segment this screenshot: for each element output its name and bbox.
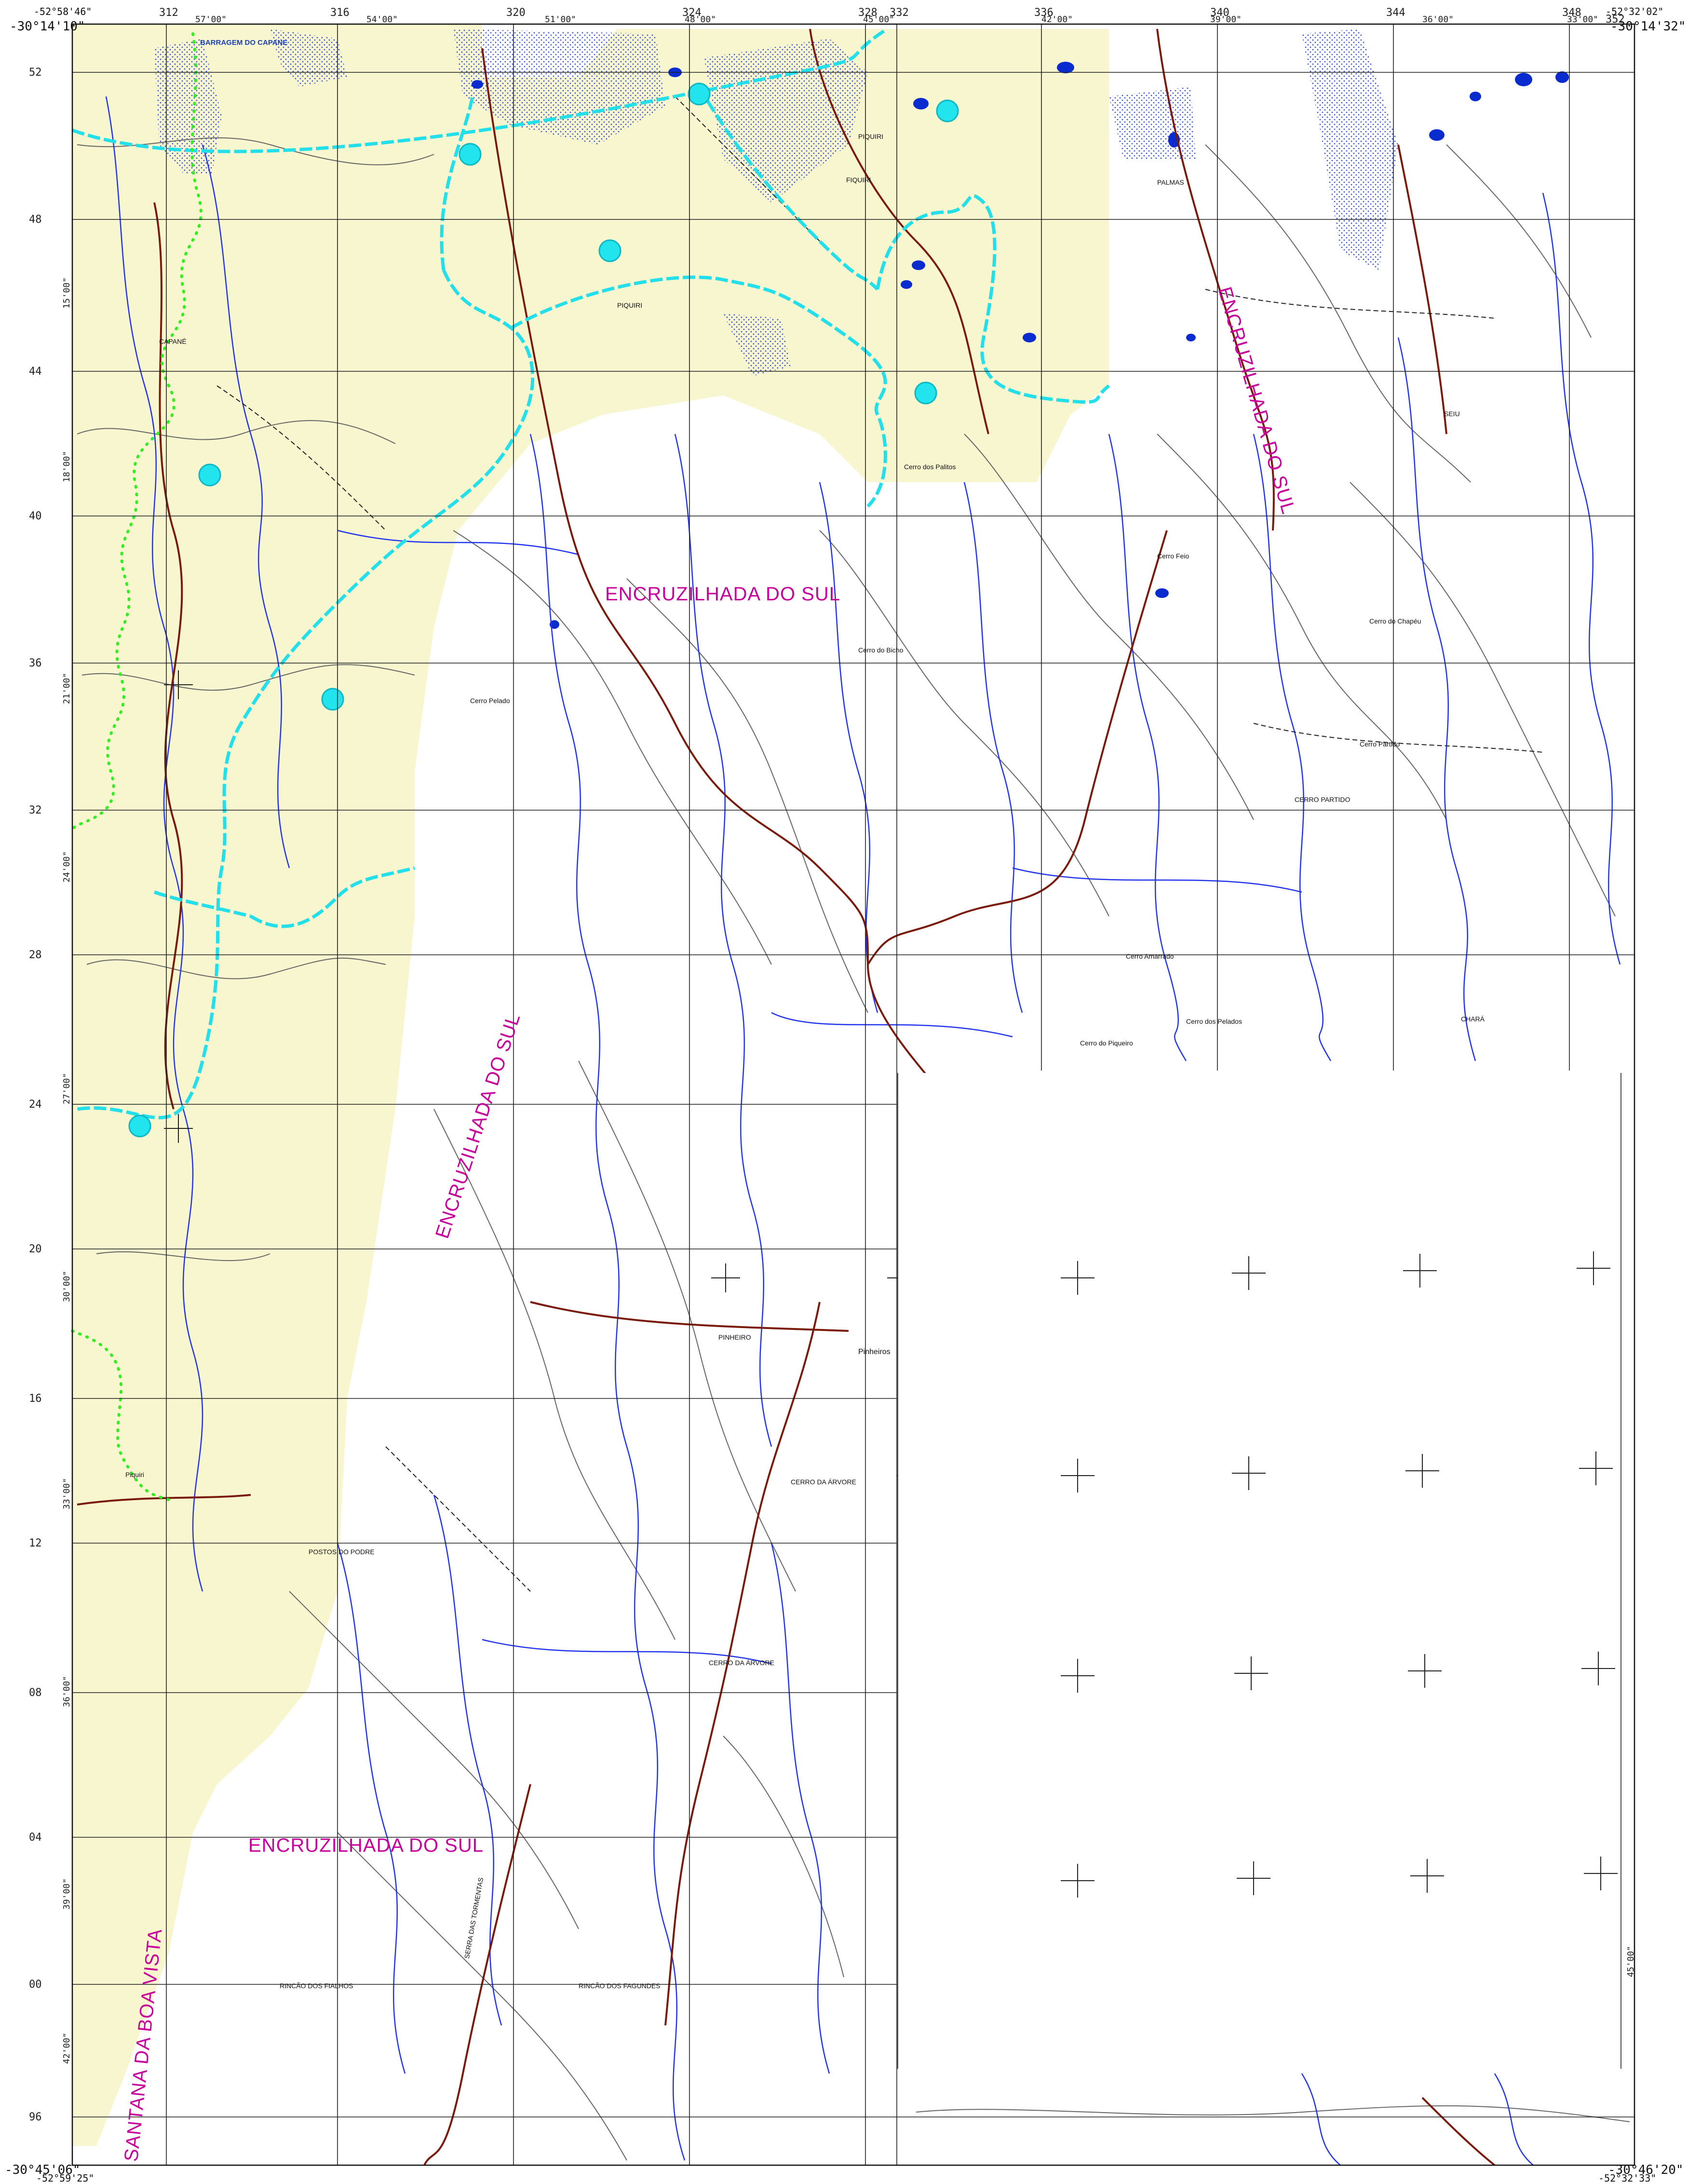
place-chara: CHARÁ bbox=[1461, 1015, 1485, 1023]
tracks bbox=[216, 96, 1543, 1592]
top-min-6: 39'00" bbox=[1210, 14, 1242, 25]
corner-top-left-lon: -52°58'46" bbox=[34, 6, 92, 17]
place-cerro-da-arvore-2: CERRO DA ÁRVORE bbox=[709, 1659, 774, 1667]
place-cerro-feio: Cerro Feio bbox=[1157, 552, 1189, 560]
top-min-5: 42'00" bbox=[1041, 14, 1073, 25]
left-tick-1: 48 bbox=[29, 214, 42, 226]
place-cerro-do-chapeu: Cerro do Chapéu bbox=[1369, 617, 1421, 625]
left-min-5: 30'00" bbox=[62, 1270, 72, 1302]
grid-lines bbox=[72, 24, 1634, 2165]
left-tick-8: 20 bbox=[29, 1243, 42, 1255]
left-tick-10: 12 bbox=[29, 1537, 42, 1549]
place-cerro-do-piqueiro: Cerro do Piqueiro bbox=[1080, 1039, 1133, 1047]
place-postos-do-podre: POSTOS DO PODRE bbox=[309, 1548, 375, 1556]
top-tick-6: 336 bbox=[1034, 7, 1053, 19]
left-tick-13: 00 bbox=[29, 1979, 42, 1991]
place-piquiri-2: PIQUIRI bbox=[617, 301, 643, 309]
top-tick-7: 340 bbox=[1210, 7, 1229, 19]
watershed-boundary bbox=[71, 27, 1110, 1120]
top-tick-9: 348 bbox=[1562, 7, 1581, 19]
place-cerro-dos-palitos: Cerro dos Palitos bbox=[904, 463, 956, 471]
water-bodies bbox=[472, 62, 1569, 629]
place-cerro-pelado: Cerro Pelado bbox=[470, 697, 510, 705]
roads bbox=[77, 28, 1496, 2166]
neat-line bbox=[71, 23, 1635, 2166]
corner-bottom-right-lat: -30°46'20" bbox=[1608, 2163, 1684, 2177]
place-cerro-partido-2: CERRO PARTIDO bbox=[1295, 796, 1350, 803]
corner-bottom-right-lon: -52°32'33" bbox=[1598, 2172, 1657, 2184]
top-min-2: 51'00" bbox=[545, 14, 577, 25]
station-markers bbox=[128, 82, 959, 1138]
top-tick-3: 324 bbox=[682, 7, 702, 19]
left-min-7: 36'00" bbox=[62, 1675, 72, 1707]
top-min-7: 36'00" bbox=[1422, 14, 1454, 25]
corner-bottom-left-lon: -52°59'25" bbox=[36, 2172, 95, 2184]
land-tint-zones bbox=[72, 24, 1109, 2146]
unmapped-area-crosses bbox=[1061, 1251, 1618, 1898]
left-min-1: 18'00" bbox=[62, 450, 72, 482]
left-min-6: 33'00" bbox=[62, 1478, 72, 1509]
left-tick-14: 96 bbox=[29, 2111, 42, 2123]
left-tick-3: 40 bbox=[29, 510, 42, 522]
left-tick-12: 04 bbox=[29, 1831, 42, 1844]
left-min-9: 42'00" bbox=[62, 2032, 72, 2064]
top-tick-8: 344 bbox=[1386, 7, 1405, 19]
place-fiquiri: FIQUIRI bbox=[846, 176, 871, 184]
place-palmas: PALMAS bbox=[1157, 178, 1184, 186]
place-rincao-dos-fagundes: RINCÃO DOS FAGUNDES bbox=[579, 1982, 661, 1990]
left-tick-5: 32 bbox=[29, 804, 42, 816]
top-min-0: 57'00" bbox=[195, 14, 227, 25]
left-min-4: 27'00" bbox=[62, 1072, 72, 1104]
place-cerro-amarrado: Cerro Amarrado bbox=[1126, 952, 1174, 960]
region-label-southwest: ENCRUZILHADA DO SUL bbox=[248, 1835, 484, 1856]
place-piquiri-1: PIQUIRI bbox=[858, 133, 884, 140]
corner-top-left-lat: -30°14'10" bbox=[10, 19, 85, 34]
top-min-3: 48'00" bbox=[685, 14, 716, 25]
region-label-center: ENCRUZILHADA DO SUL bbox=[605, 583, 840, 605]
left-tick-4: 36 bbox=[29, 657, 42, 669]
corner-bottom-left-lat: -30°45'06" bbox=[5, 2163, 81, 2177]
left-tick-11: 08 bbox=[29, 1687, 42, 1699]
place-capane: CAPANÉ bbox=[159, 338, 187, 345]
place-pinheiros: Pinheiros bbox=[858, 1348, 891, 1356]
place-cerro-do-bicho: Cerro do Bicho bbox=[858, 646, 904, 654]
place-cerro-da-arvore-1: CERRO DA ÁRVORE bbox=[791, 1478, 856, 1486]
place-rincao-dos-fialhos: RINCÃO DOS FIALHOS bbox=[280, 1982, 353, 1990]
top-min-8: 33'00" bbox=[1567, 14, 1599, 25]
top-min-4: 45'00" bbox=[863, 14, 895, 25]
place-cerro-dos-pelados: Cerro dos Pelados bbox=[1186, 1017, 1242, 1025]
corner-top-right-lat: -30°14'32" bbox=[1610, 19, 1686, 34]
top-min-1: 54'00" bbox=[366, 14, 398, 25]
top-tick-1: 316 bbox=[330, 7, 350, 19]
place-seiu: SEIU bbox=[1444, 410, 1460, 418]
county-boundary bbox=[71, 32, 203, 1501]
top-tick-4: 328 bbox=[858, 7, 878, 19]
place-cerro-partido: Cerro Partido bbox=[1360, 740, 1400, 748]
right-min-0: 45'00" bbox=[1626, 1945, 1636, 1977]
left-min-0: 15'00" bbox=[62, 277, 72, 309]
left-tick-6: 28 bbox=[29, 949, 42, 961]
place-piquiri-south: Piquiri bbox=[125, 1471, 144, 1479]
unmapped-area bbox=[898, 1073, 1634, 2069]
top-tick-5: 332 bbox=[890, 7, 909, 19]
place-pinheiro: PINHEIRO bbox=[718, 1333, 751, 1341]
top-tick-2: 320 bbox=[506, 7, 526, 19]
left-min-2: 21'00" bbox=[62, 672, 72, 704]
corner-top-right-lon: -52°32'02" bbox=[1606, 6, 1664, 17]
top-tick-0: 312 bbox=[159, 7, 178, 19]
left-tick-0: 52 bbox=[29, 67, 42, 79]
top-tick-10: 352 bbox=[1606, 14, 1625, 26]
left-tick-9: 16 bbox=[29, 1393, 42, 1405]
left-min-3: 24'00" bbox=[62, 851, 72, 882]
unmapped-right-edge bbox=[897, 1073, 1621, 2069]
left-tick-7: 24 bbox=[29, 1099, 42, 1111]
left-tick-2: 44 bbox=[29, 366, 42, 378]
dam-label: BARRAGEM DO CAPANE bbox=[200, 39, 288, 47]
left-min-8: 39'00" bbox=[62, 1878, 72, 1910]
